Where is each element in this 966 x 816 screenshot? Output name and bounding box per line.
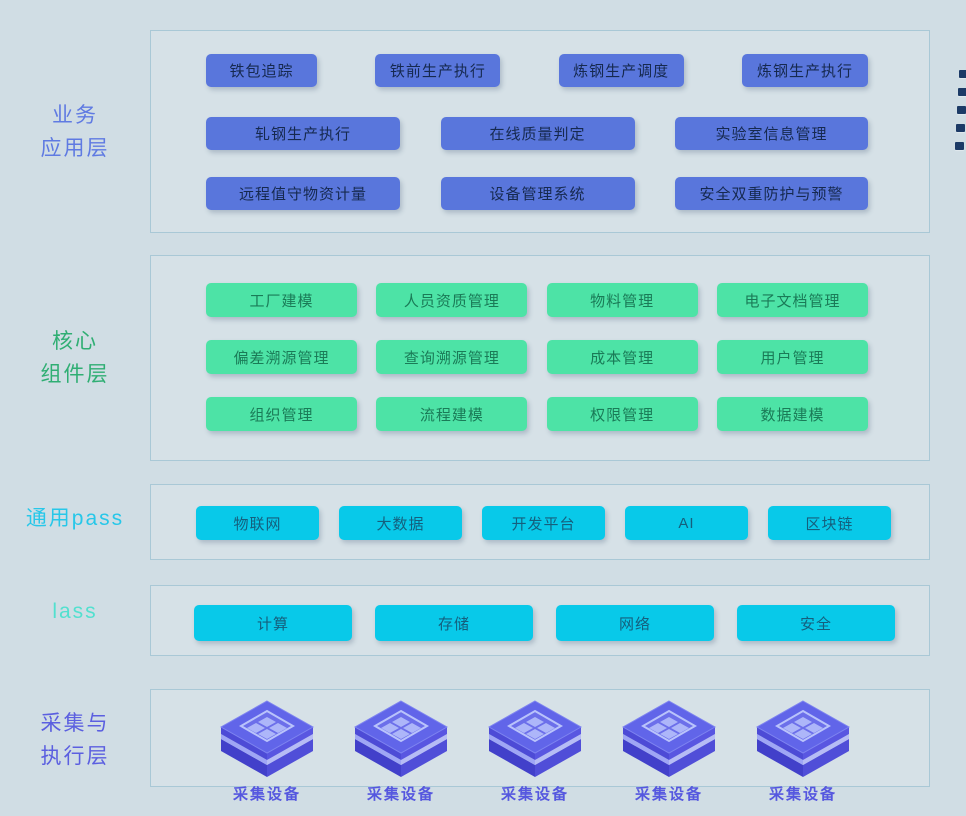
collection-device-cube-icon (487, 700, 583, 777)
layer-label-line: 采集与 (40, 712, 110, 735)
core-components-button[interactable]: 用户管理 (716, 340, 868, 374)
collection-device-cube-icon (621, 700, 717, 777)
layer-label-line: 应用层 (40, 136, 110, 160)
core-components-button[interactable]: 成本管理 (546, 340, 698, 374)
label-iaas-layer: lass (0, 596, 150, 629)
core-components-button[interactable]: 权限管理 (546, 397, 698, 431)
iaas-button[interactable]: 安全 (737, 605, 895, 641)
collection-device-label: 采集设备 (500, 786, 569, 803)
collection-device[interactable]: 采集设备 (483, 697, 587, 804)
iaas-row: 计算存储网络安全 (194, 605, 895, 641)
core-components-row: 偏差溯源管理查询溯源管理成本管理用户管理 (206, 340, 868, 374)
business-row: 铁包追踪 铁前生产执行 炼钢生产调度 炼钢生产执行 (206, 54, 868, 87)
core-components-button[interactable]: 查询溯源管理 (376, 340, 528, 374)
edge-dash-mark (955, 142, 964, 150)
core-components-button[interactable]: 电子文档管理 (716, 283, 868, 317)
collection-device-label: 采集设备 (366, 786, 435, 803)
common-paas-button[interactable]: 大数据 (339, 506, 462, 540)
core-components-row: 组织管理流程建模权限管理数据建模 (206, 397, 868, 431)
business-button[interactable]: 铁前生产执行 (375, 54, 501, 87)
label-core-component-layer: 核心组件层 (0, 326, 150, 391)
core-components-button[interactable]: 组织管理 (206, 397, 357, 431)
collection-device[interactable]: 采集设备 (215, 697, 319, 804)
core-components-button[interactable]: 流程建模 (376, 397, 528, 431)
business-row: 轧钢生产执行 在线质量判定 实验室信息管理 (206, 117, 868, 150)
business-button[interactable]: 轧钢生产执行 (206, 117, 400, 150)
business-row: 远程值守物资计量 设备管理系统 安全双重防护与预警 (206, 177, 868, 210)
label-common-paas-layer: 通用pass (0, 503, 150, 536)
layer-label-line: 业务 (52, 104, 98, 127)
core-components-button[interactable]: 偏差溯源管理 (206, 340, 357, 374)
business-button[interactable]: 炼钢生产调度 (558, 54, 684, 87)
layer-label-line: 通用pass (25, 507, 125, 530)
common-paas-button[interactable]: 开发平台 (482, 506, 605, 540)
iaas-button[interactable]: 计算 (194, 605, 352, 641)
collection-device-cube-icon (755, 700, 851, 777)
core-components-row: 工厂建模人员资质管理物料管理电子文档管理 (206, 283, 868, 317)
collection-device[interactable]: 采集设备 (751, 697, 855, 804)
layer-label-line: 核心 (52, 330, 98, 353)
collection-device-cube-icon (219, 700, 315, 777)
layer-label-line: 执行层 (40, 744, 110, 768)
collection-device[interactable]: 采集设备 (617, 697, 721, 804)
iaas-button[interactable]: 存储 (375, 605, 533, 641)
business-button[interactable]: 在线质量判定 (440, 117, 635, 150)
iaas-button[interactable]: 网络 (556, 605, 714, 641)
edge-dash-mark (956, 124, 965, 132)
label-collection-execution-layer: 采集与执行层 (0, 708, 150, 773)
collection-device-label: 采集设备 (768, 786, 837, 803)
business-button[interactable]: 远程值守物资计量 (206, 177, 400, 210)
edge-dash-mark (959, 70, 966, 78)
business-button[interactable]: 铁包追踪 (206, 54, 317, 87)
business-button[interactable]: 安全双重防护与预警 (675, 177, 868, 210)
common-paas-button[interactable]: 物联网 (196, 506, 319, 540)
label-business-application-layer: 业务应用层 (0, 100, 150, 165)
core-components-button[interactable]: 人员资质管理 (376, 283, 528, 317)
core-components-button[interactable]: 数据建模 (716, 397, 868, 431)
edge-dash-mark (958, 88, 966, 96)
edge-dash-mark (957, 106, 966, 114)
common-paas-button[interactable]: AI (625, 506, 748, 540)
layer-label-line: 组件层 (40, 362, 110, 386)
core-components-button[interactable]: 物料管理 (546, 283, 698, 317)
business-button[interactable]: 实验室信息管理 (675, 117, 868, 150)
layer-label-line: lass (52, 600, 98, 623)
common-paas-button[interactable]: 区块链 (768, 506, 891, 540)
collection-device[interactable]: 采集设备 (349, 697, 453, 804)
collection-device-label: 采集设备 (232, 786, 301, 803)
core-components-button[interactable]: 工厂建模 (206, 283, 357, 317)
business-button[interactable]: 设备管理系统 (440, 177, 635, 210)
collection-device-cube-icon (353, 700, 449, 777)
collection-device-label: 采集设备 (634, 786, 703, 803)
common-paas-row: 物联网大数据开发平台 AI 区块链 (196, 506, 891, 540)
business-button[interactable]: 炼钢生产执行 (741, 54, 868, 87)
